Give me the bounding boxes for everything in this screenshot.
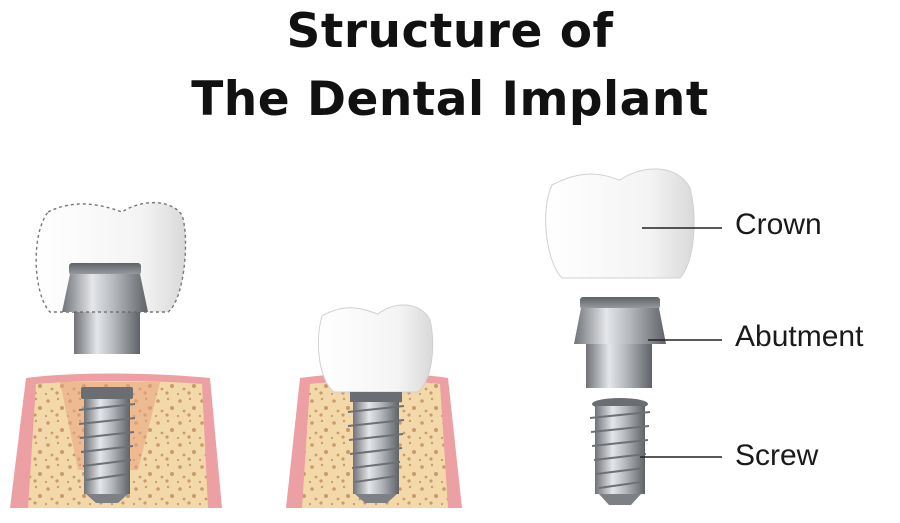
installed-implant bbox=[286, 304, 462, 508]
exploded-implant-in-bone bbox=[10, 202, 222, 508]
abutment-part bbox=[574, 297, 666, 388]
exploded-parts bbox=[545, 168, 722, 505]
screw-part bbox=[589, 398, 651, 505]
label-abutment: Abutment bbox=[735, 320, 864, 353]
page-title-line-1: Structure of bbox=[286, 4, 614, 59]
abutment-part bbox=[62, 263, 148, 354]
label-crown: Crown bbox=[735, 208, 822, 241]
screw-in-bone bbox=[347, 392, 405, 503]
label-screw: Screw bbox=[735, 439, 819, 472]
crown-on-implant bbox=[317, 304, 434, 393]
page-title-line-2: The Dental Implant bbox=[191, 72, 709, 127]
screw-in-bone bbox=[78, 387, 136, 503]
crown-part bbox=[545, 168, 695, 279]
